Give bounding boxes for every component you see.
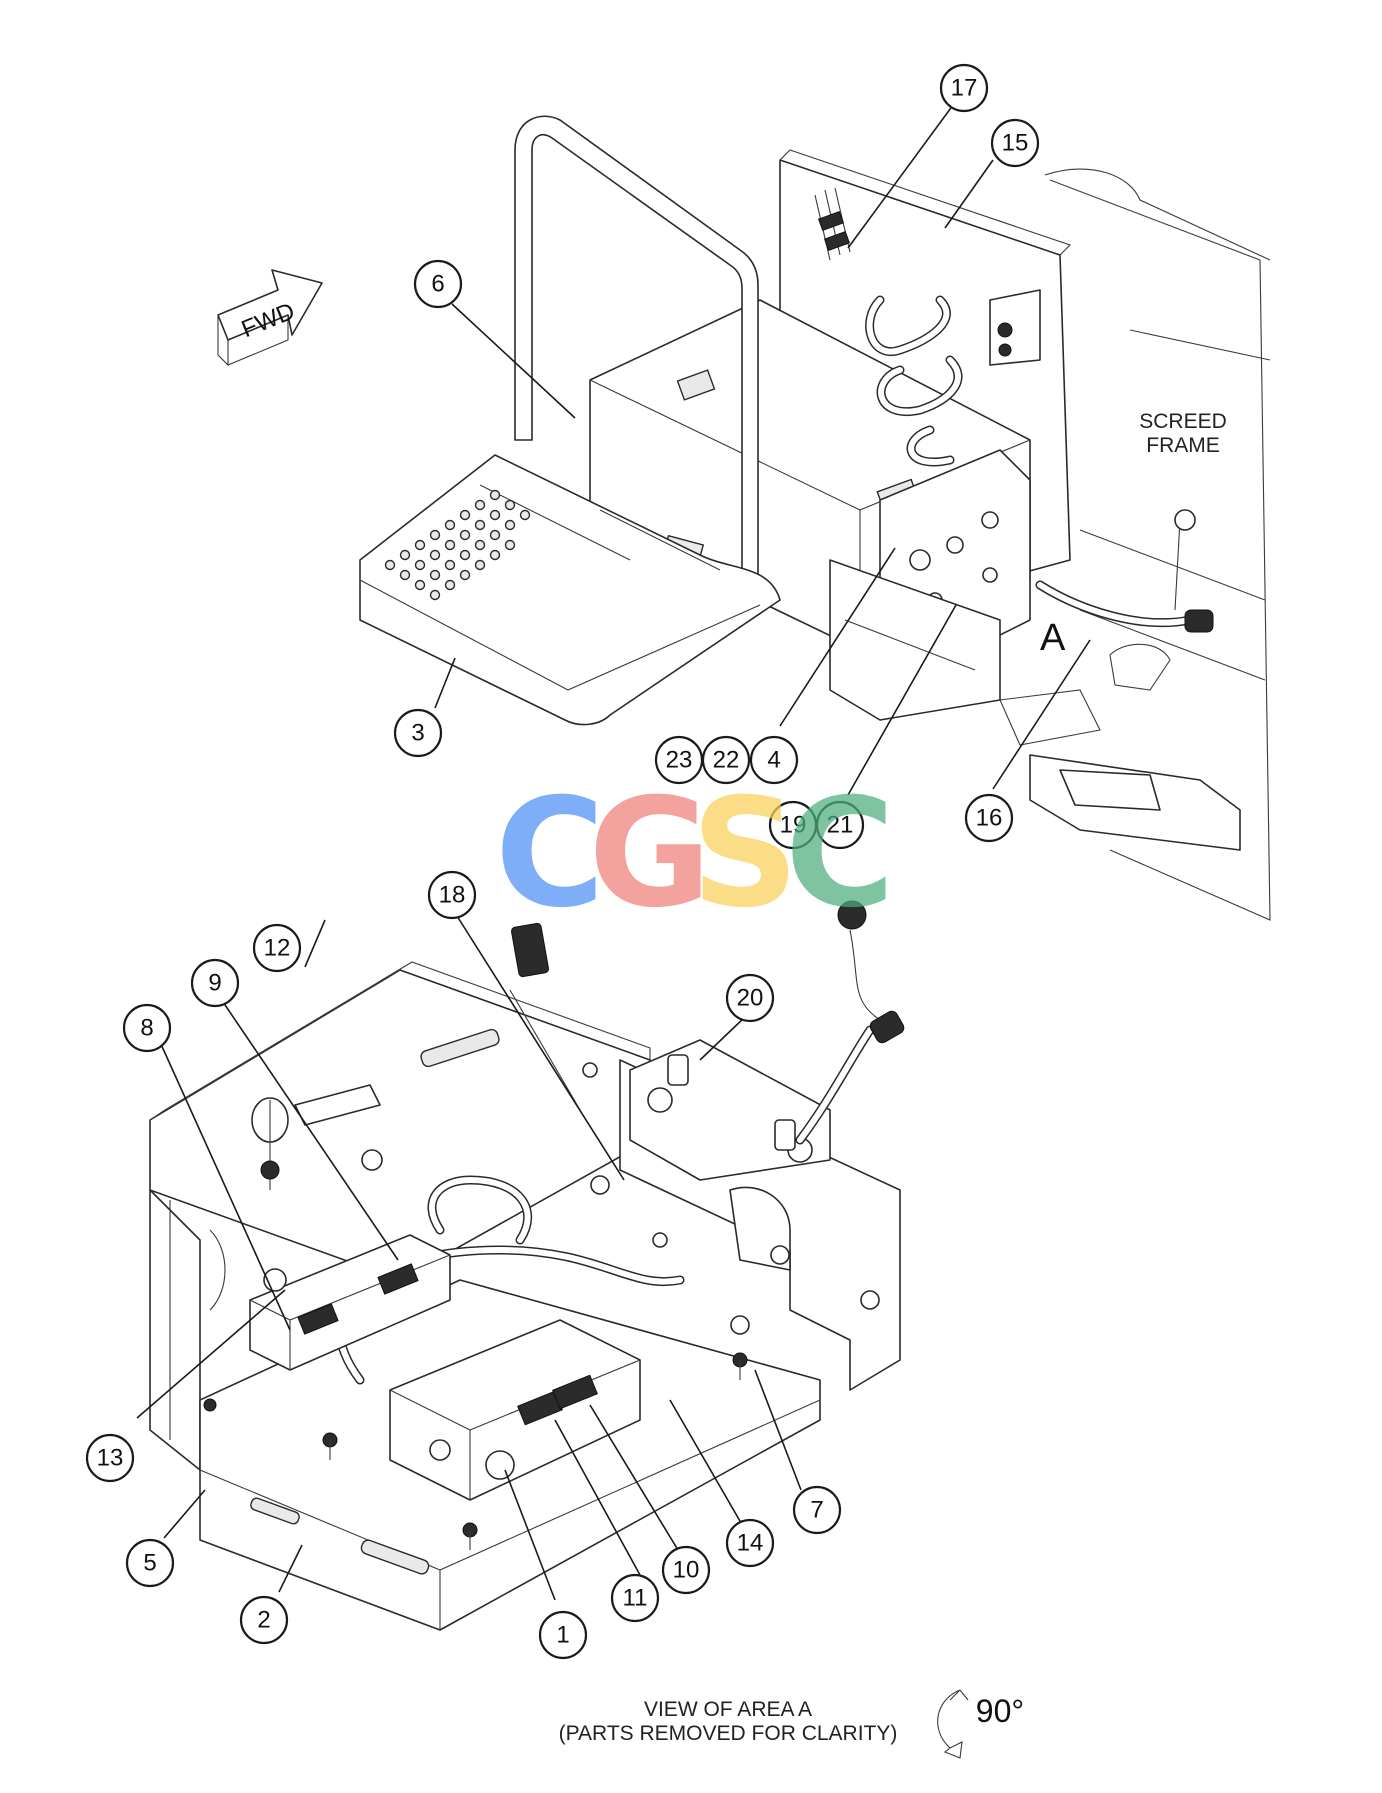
svg-text:11: 11 [623, 1585, 648, 1612]
upper-assembly: A SCREED FRAME [359, 115, 1271, 921]
callout-2: 2 [239, 1595, 289, 1645]
fwd-arrow-icon: FWD [217, 269, 323, 367]
svg-text:22: 22 [713, 747, 740, 774]
svg-text:6: 6 [431, 271, 444, 298]
callout-15: 15 [990, 118, 1040, 168]
rotate-arrow-icon [937, 1689, 969, 1759]
callout-11: 11 [610, 1573, 660, 1623]
svg-text:18: 18 [439, 882, 466, 909]
view-caption-line2: (PARTS REMOVED FOR CLARITY) [559, 1722, 898, 1745]
svg-text:13: 13 [97, 1445, 124, 1472]
callout-1: 1 [538, 1610, 588, 1660]
svg-text:19: 19 [780, 812, 807, 839]
callout-21: 21 [815, 800, 865, 850]
callout-8: 8 [122, 1003, 172, 1053]
svg-text:23: 23 [666, 747, 693, 774]
callout-9: 9 [190, 958, 240, 1008]
callout-5: 5 [125, 1538, 175, 1588]
callout-7: 7 [792, 1485, 842, 1535]
svg-text:8: 8 [140, 1015, 153, 1042]
watermark-letter-3: S [691, 767, 799, 941]
callout-20: 20 [725, 973, 775, 1023]
step-holes [384, 489, 531, 601]
svg-text:10: 10 [673, 1557, 700, 1584]
callout-22: 22 [701, 735, 751, 785]
svg-text:1: 1 [556, 1622, 569, 1649]
svg-text:16: 16 [976, 805, 1003, 832]
svg-text:3: 3 [411, 720, 424, 747]
callout-17: 17 [939, 63, 989, 113]
svg-text:15: 15 [1002, 130, 1029, 157]
callout-16: 16 [964, 793, 1014, 843]
callout-18: 18 [427, 870, 477, 920]
callouts: 17 15 6 3 23 22 4 19 21 16 18 12 9 8 20 … [85, 63, 1040, 1660]
callout-3: 3 [393, 708, 443, 758]
svg-text:17: 17 [951, 75, 978, 102]
svg-text:4: 4 [767, 747, 780, 774]
svg-text:5: 5 [143, 1550, 156, 1577]
watermark-letter-1: C [495, 767, 605, 941]
callout-4: 4 [749, 735, 799, 785]
view-caption: VIEW OF AREA A (PARTS REMOVED FOR CLARIT… [559, 1698, 898, 1745]
screed-frame-label-line1: SCREED [1139, 410, 1227, 433]
svg-text:12: 12 [264, 935, 291, 962]
callout-13: 13 [85, 1433, 135, 1483]
leader-lines [136, 100, 1091, 1601]
svg-text:9: 9 [208, 970, 221, 997]
watermark-letter-2: G [588, 767, 711, 941]
rotation-label: 90° [976, 1693, 1024, 1729]
callout-10: 10 [661, 1545, 711, 1595]
svg-text:14: 14 [737, 1530, 764, 1557]
callout-14: 14 [725, 1518, 775, 1568]
svg-text:2: 2 [257, 1607, 270, 1634]
screed-frame-label-line2: FRAME [1146, 434, 1220, 457]
watermark-letter-4: C [785, 767, 895, 941]
watermark-logo: C G S C [495, 767, 895, 941]
view-caption-line1: VIEW OF AREA A [644, 1698, 812, 1721]
callout-6: 6 [413, 259, 463, 309]
area-a-letter: A [1040, 617, 1066, 659]
svg-text:7: 7 [810, 1497, 823, 1524]
svg-text:21: 21 [827, 812, 854, 839]
svg-text:20: 20 [737, 985, 764, 1012]
callout-12: 12 [252, 923, 302, 973]
lower-assembly [149, 900, 905, 1631]
callout-23: 23 [654, 735, 704, 785]
